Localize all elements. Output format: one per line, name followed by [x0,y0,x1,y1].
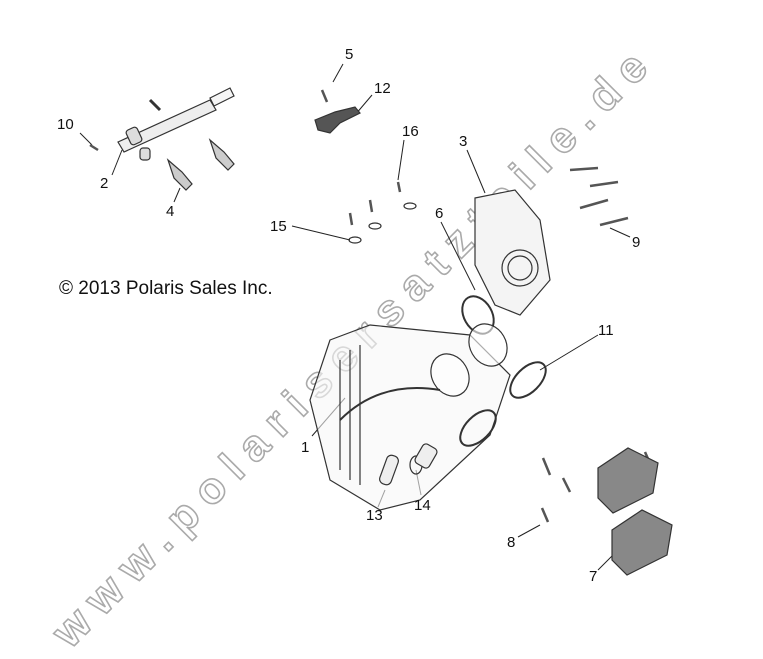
callout-6: 6 [435,205,444,222]
throttle-body-part [474,189,551,316]
callout-12: 12 [374,80,391,97]
clamps [459,361,547,447]
intake-boots [597,447,673,576]
callout-13: 13 [366,507,383,524]
washers [348,202,417,244]
copyright-text: © 2013 Polaris Sales Inc. [59,278,273,299]
callout-14: 14 [414,497,431,514]
callout-4: 4 [166,203,175,220]
fitting-part [409,443,438,475]
callout-15: 15 [270,218,287,235]
callout-5: 5 [345,46,354,63]
callout-11: 11 [598,322,614,339]
callout-9: 9 [632,234,641,251]
bolts [89,89,654,523]
callout-1: 1 [301,439,310,456]
callout-8: 8 [507,534,516,551]
pin-part [379,454,399,486]
map-sensor-part [314,106,361,134]
injector-part [166,138,235,191]
callout-3: 3 [459,133,468,150]
callout-16: 16 [402,123,419,140]
fuel-rail-part [117,87,235,161]
callout-2: 2 [100,175,109,192]
callout-7: 7 [589,568,598,585]
intake-plenum-part [309,323,511,511]
callout-10: 10 [57,116,74,133]
